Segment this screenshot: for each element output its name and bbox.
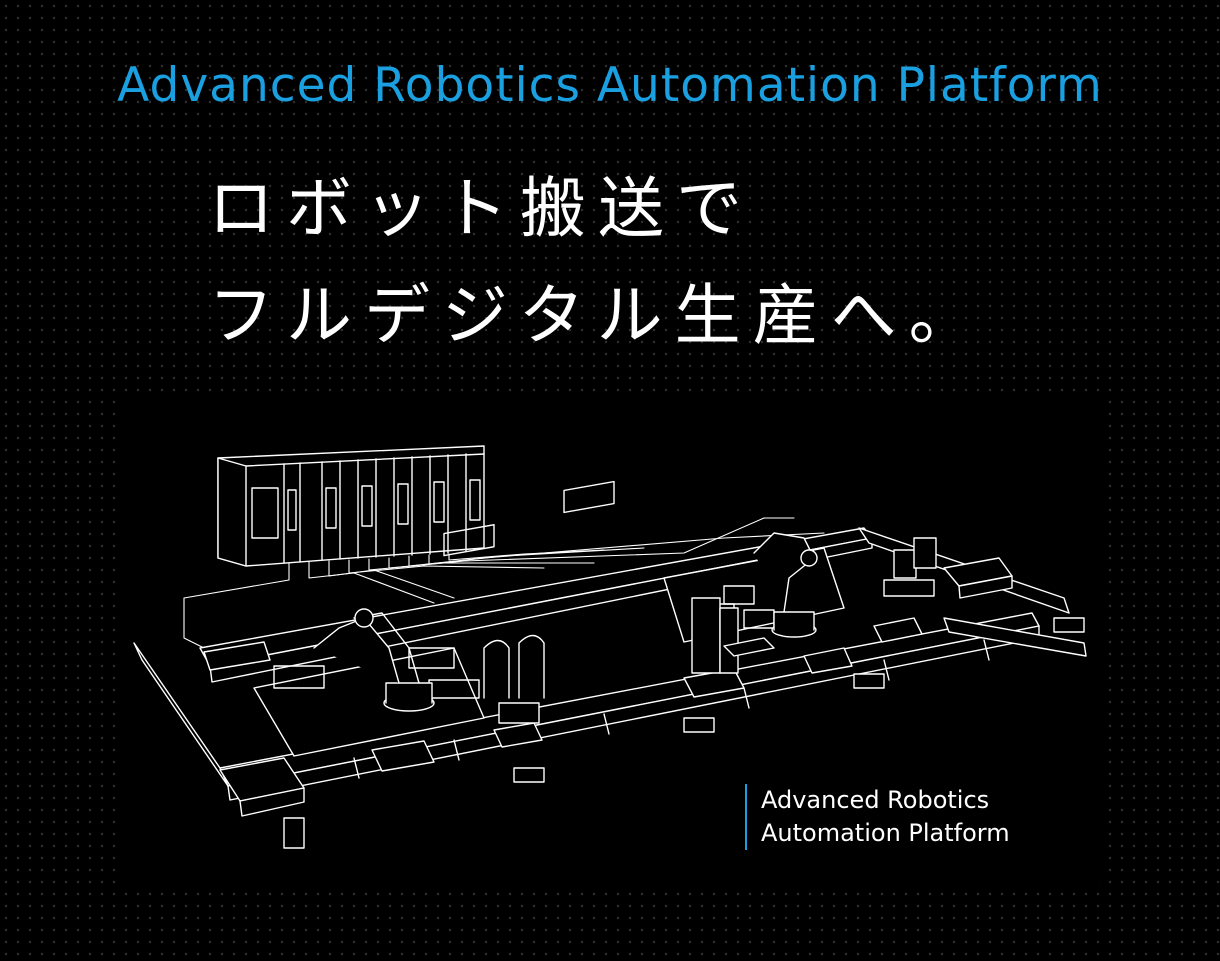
factory-line-illustration — [133, 445, 1087, 849]
cable-bundle — [183, 517, 825, 649]
headline-line-2: フルデジタル生産へ。 — [208, 277, 987, 354]
caption-block: Advanced Robotics Automation Platform — [745, 784, 1010, 850]
gripper-stand-icon — [483, 634, 545, 724]
caption-line-2: Automation Platform — [761, 819, 1010, 847]
support-feet — [283, 617, 1085, 849]
controller-rack-icon — [217, 445, 485, 567]
parts-icon — [691, 537, 937, 674]
robot-arm-icon — [313, 608, 435, 712]
page-title: Advanced Robotics Automation Platform — [117, 58, 1103, 113]
carrier-icon — [203, 557, 1013, 817]
robot-arm-icon — [753, 532, 818, 638]
headline-line-1: ロボット搬送で — [208, 170, 754, 247]
caption-line-1: Advanced Robotics — [761, 786, 990, 814]
